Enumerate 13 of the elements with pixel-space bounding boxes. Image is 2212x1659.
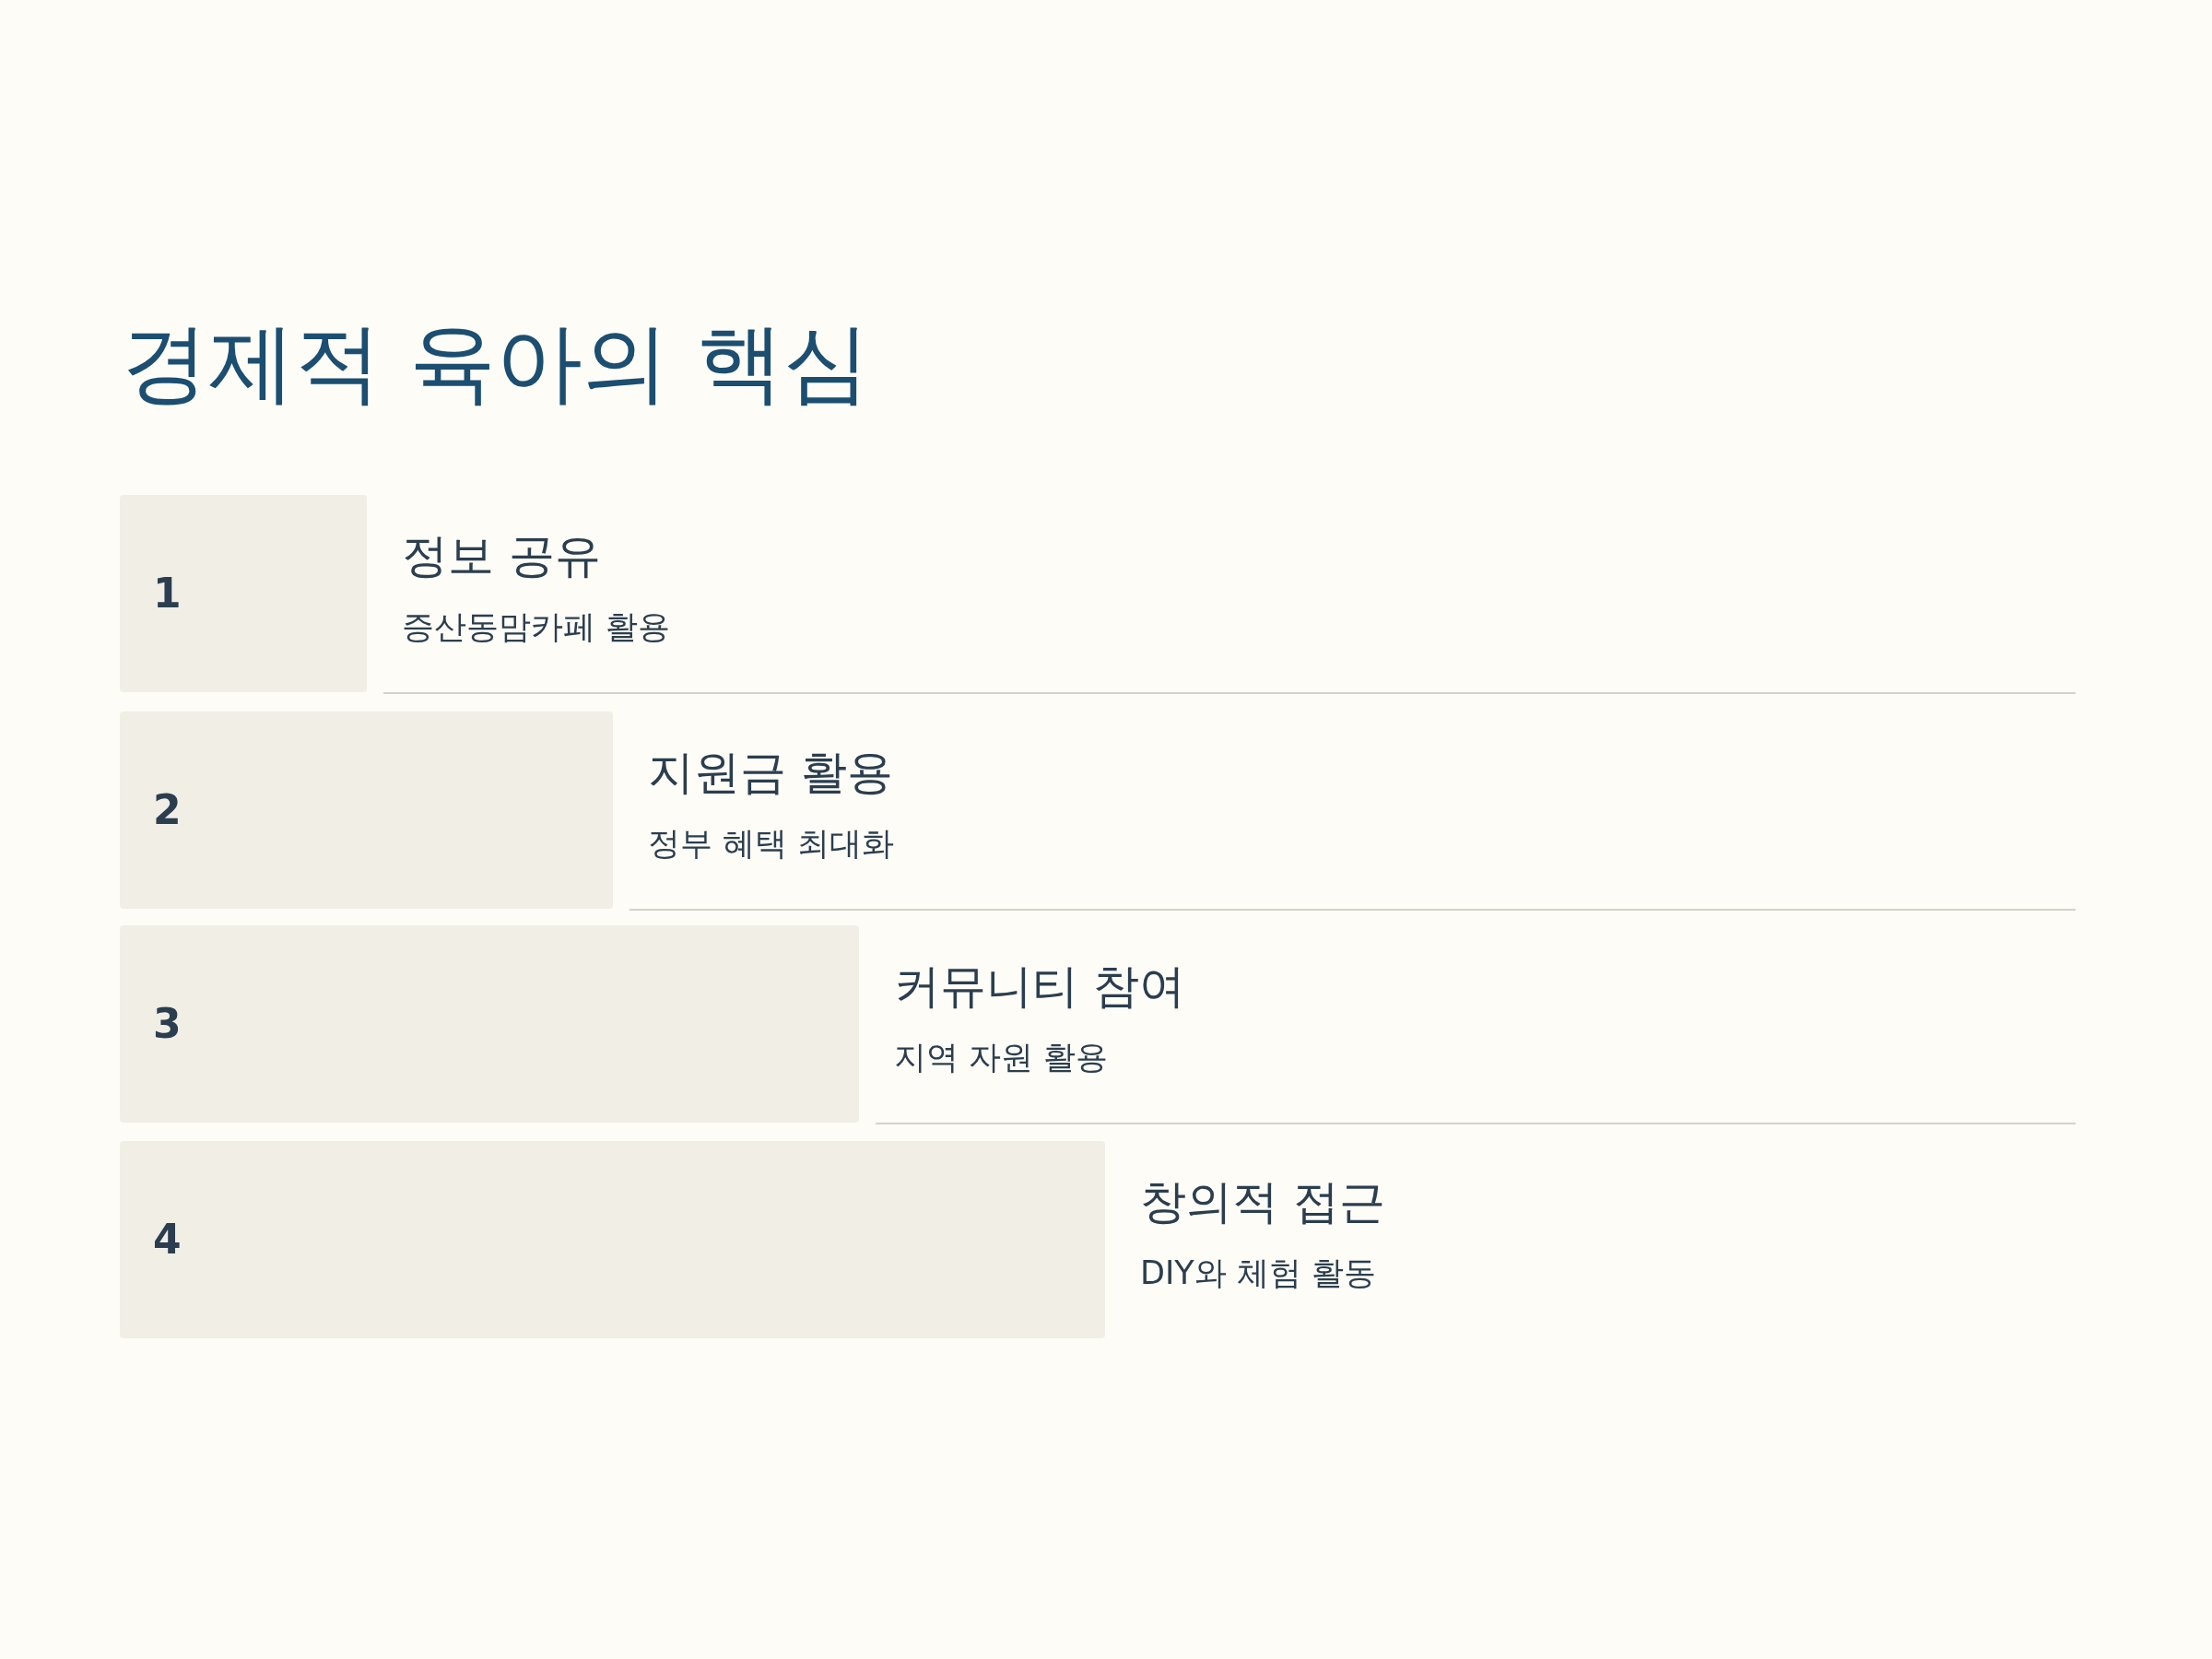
step-number: 2 (153, 790, 182, 830)
step-number: 1 (153, 573, 182, 614)
step-description: 증산동맘카페 활용 (402, 607, 671, 646)
step-description: DIY와 체험 활동 (1140, 1253, 1376, 1292)
step-heading: 정보 공유 (402, 528, 601, 583)
step-description: 지역 자원 활용 (894, 1038, 1109, 1077)
title: 경제적 육아의 핵심 (122, 312, 870, 415)
step-number: 3 (153, 1004, 182, 1044)
step-heading: 커뮤니티 참여 (894, 959, 1185, 1014)
step-heading: 지원금 활용 (648, 745, 893, 800)
step-description: 정부 혜택 최대화 (648, 824, 895, 863)
step-heading: 창의적 접근 (1140, 1174, 1385, 1230)
step-number: 4 (153, 1219, 182, 1260)
